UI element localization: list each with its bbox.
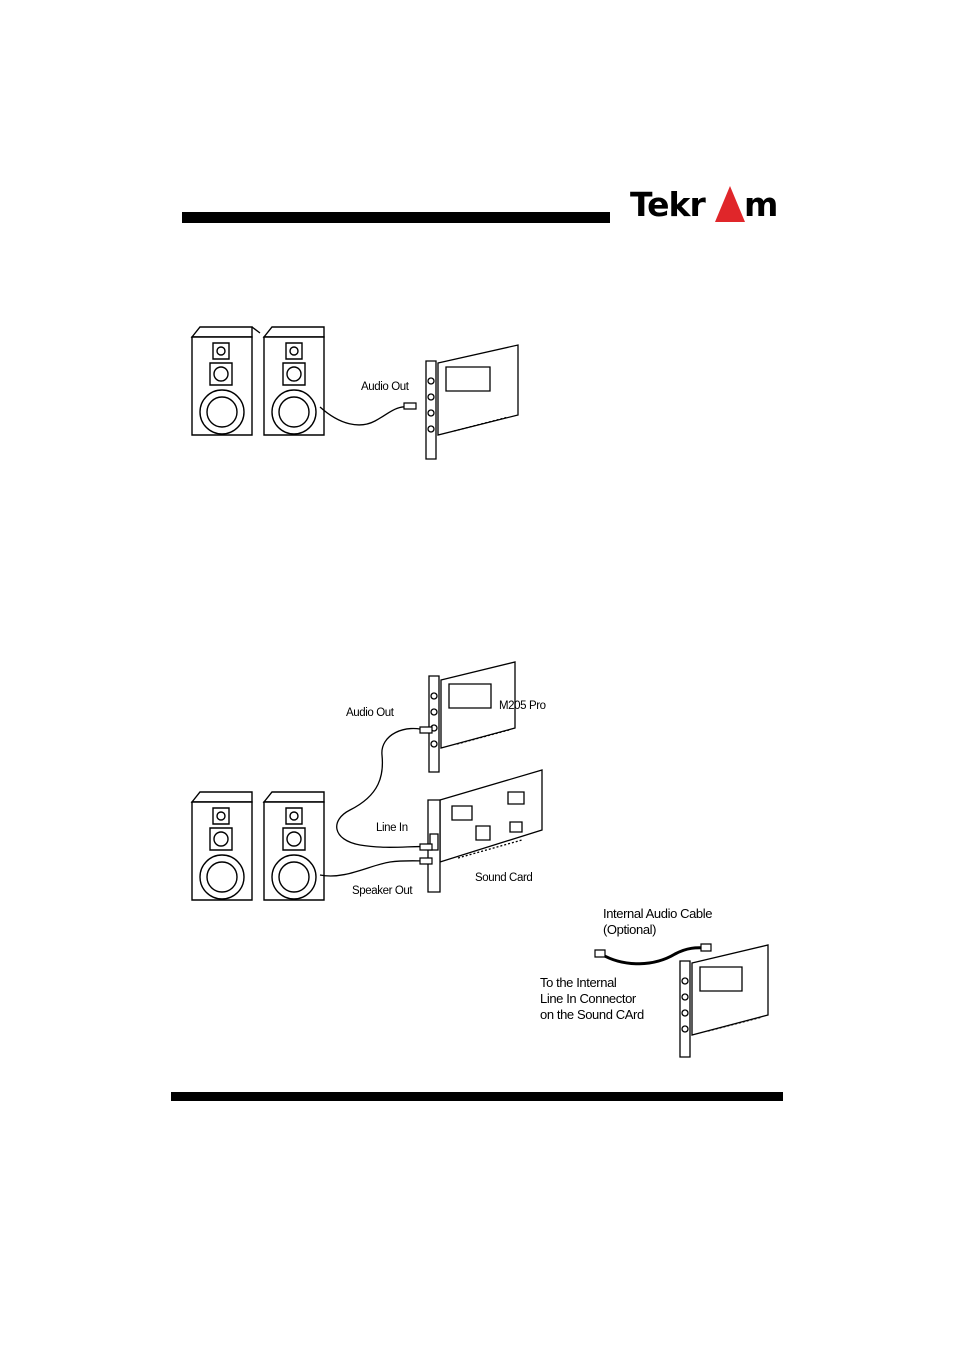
- line-in-label: Line In: [376, 822, 408, 834]
- footer-rule: [171, 1092, 783, 1101]
- destination-label: To the Internal Line In Connector on the…: [540, 975, 644, 1023]
- logo-text-part1: Tekr: [630, 185, 706, 224]
- speaker-out-label: Speaker Out: [352, 885, 413, 897]
- m205-card-1: [418, 345, 518, 460]
- m205-pro-label: M205 Pro: [499, 700, 546, 712]
- destination-label-line1: To the Internal: [540, 975, 617, 990]
- speaker-pair-2: [190, 790, 330, 905]
- logo-text-part2: m: [744, 185, 778, 224]
- audio-cables-2: [320, 715, 440, 885]
- speaker-pair-1: [190, 325, 330, 440]
- internal-cable-label: Internal Audio Cable (Optional): [603, 906, 712, 938]
- sound-card-label: Sound Card: [475, 872, 533, 884]
- internal-audio-cable: [595, 940, 715, 970]
- audio-out-label-1: Audio Out: [361, 381, 409, 393]
- m205-card-2: [423, 662, 518, 774]
- destination-label-line3: on the Sound CArd: [540, 1007, 644, 1022]
- audio-out-label-2: Audio Out: [346, 707, 394, 719]
- internal-cable-label-line2: (Optional): [603, 922, 657, 937]
- m205-card-3: [672, 945, 772, 1060]
- tekram-logo: Tekr m: [630, 180, 778, 230]
- logo-triangle-icon: [715, 186, 745, 222]
- sound-card: [422, 770, 547, 895]
- internal-cable-label-line1: Internal Audio Cable: [603, 906, 713, 921]
- audio-cable-1: [320, 395, 420, 435]
- destination-label-line2: Line In Connector: [540, 991, 636, 1006]
- header-rule: [182, 212, 610, 223]
